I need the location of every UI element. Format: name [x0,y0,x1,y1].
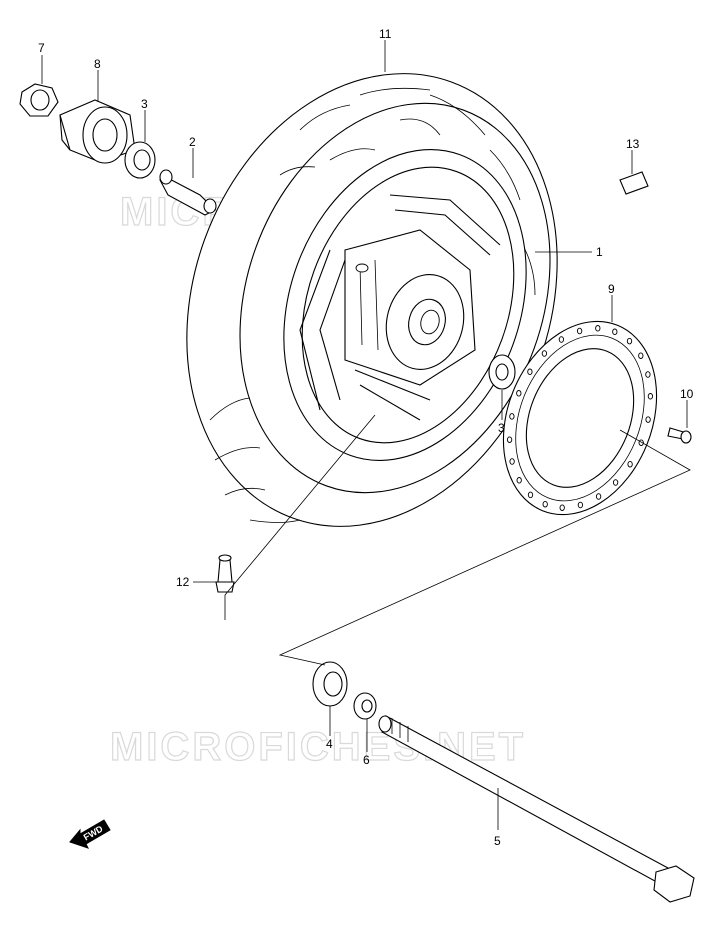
disc-hole [638,352,644,359]
disc-hole [542,500,548,508]
callout-10: 10 [680,387,694,401]
callout-13: 13 [626,137,640,151]
bearing-right [488,354,516,390]
callout-7: 7 [38,41,45,55]
speedometer-gearbox [59,99,136,164]
disc-hole [527,368,533,376]
callout-3-top: 3 [141,97,148,111]
fwd-arrow-icon: FWD [69,819,111,849]
disc-hole [506,436,513,443]
disc-hole [576,327,583,335]
disc-hole [645,371,651,378]
disc-bolt [667,427,692,444]
callout-11: 11 [379,27,392,41]
disc-hole [577,501,584,509]
callouts: 11 7 8 3 2 13 1 9 10 3 12 4 6 5 [38,27,694,848]
disc-hole [541,350,548,357]
leader-lines [41,40,688,830]
callout-5: 5 [494,834,501,848]
disc-hole [626,337,633,345]
callout-1: 1 [596,245,603,259]
collar [353,692,377,720]
disc-hole [509,458,515,465]
disc-hole [627,460,633,468]
callout-12: 12 [176,575,190,589]
air-valve [215,554,235,593]
disc-hole [516,390,522,397]
callout-2: 2 [189,135,196,149]
disc-hole [645,416,651,423]
balancer-weight [619,171,649,195]
callout-9: 9 [608,282,615,296]
disc-hole [612,479,619,486]
callout-8: 8 [94,57,101,71]
disc-hole [647,393,654,400]
axle-nut [19,83,59,117]
guide-lines [224,414,691,666]
disc-hole [527,491,534,499]
callout-3-right: 3 [498,421,505,435]
front-axle [378,715,695,903]
wheel-rim [283,149,527,461]
callout-4: 4 [326,737,333,751]
disc-hole [509,413,515,420]
disc-hole [516,477,522,484]
bearing-bottom [312,661,348,707]
callout-6: 6 [363,753,370,767]
brake-disc [502,320,658,516]
bearing-left [124,141,156,179]
disc-hole [558,336,565,343]
disc-hole [595,493,602,500]
disc-hole [595,325,601,332]
disc-hole [559,504,565,511]
disc-hole [612,328,618,336]
spacer [159,169,217,216]
